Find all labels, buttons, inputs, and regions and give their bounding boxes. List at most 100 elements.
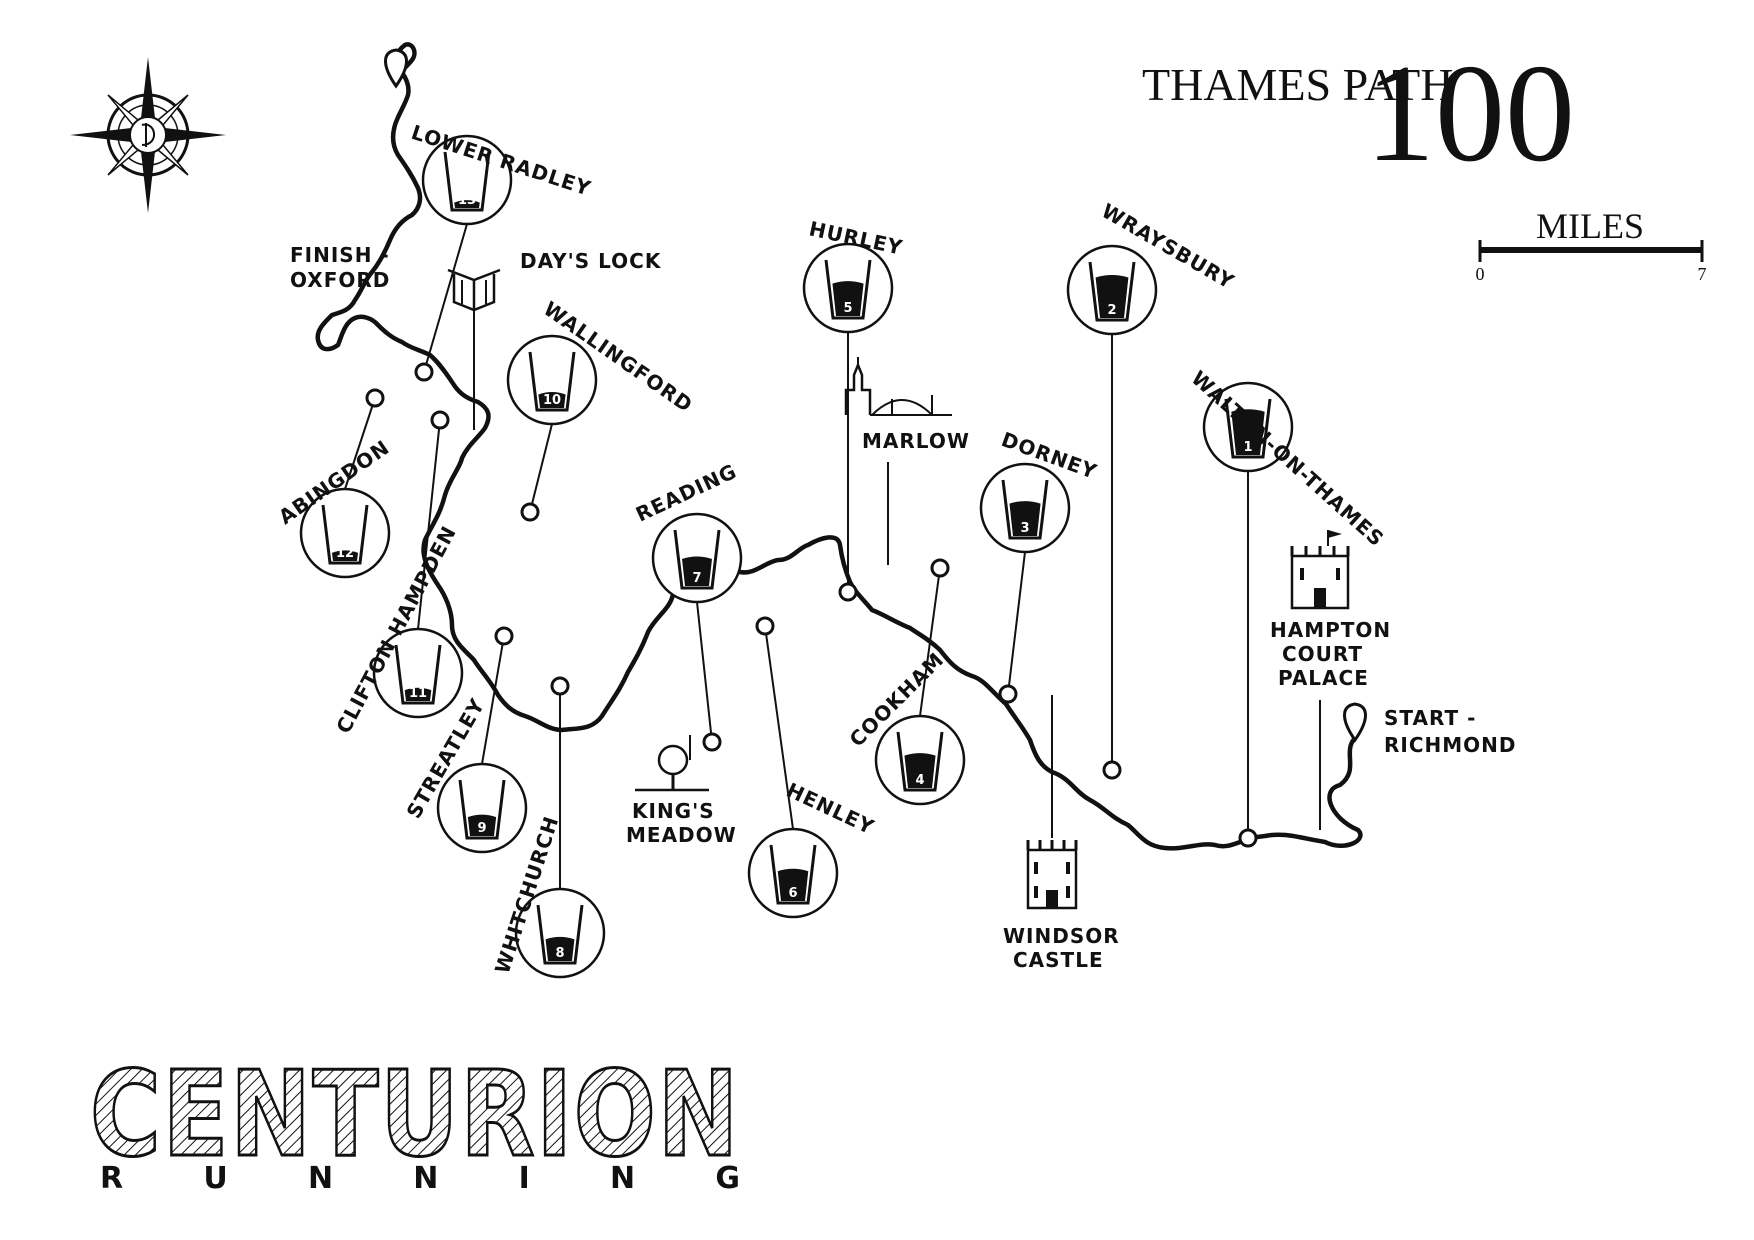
cup-fill [904,753,936,788]
station-number: 8 [555,946,564,961]
station-leader-line [919,567,941,717]
book-icon [447,268,501,312]
cup-icon [896,731,944,792]
logo-main-text: CENTURION [90,1045,740,1183]
cup-fill [538,392,566,408]
station-number: 11 [409,686,427,701]
station-node [550,676,570,696]
station-number: 2 [1107,303,1116,318]
cup-fill [1095,275,1129,318]
cup-icon [321,504,369,565]
landmark-label: KING'S [632,799,715,823]
station-node [1102,760,1122,780]
cup-fill [545,936,575,961]
landmark-label: CASTLE [1013,948,1104,972]
start-marker-icon [1343,702,1367,743]
cup-fill [467,814,497,836]
station-node [702,732,722,752]
centurion-running-logo: CENTURION R U N N I N G [89,1044,741,1197]
finish-marker-icon [384,48,408,89]
station-number: 6 [788,886,797,901]
cup-icon [443,151,491,212]
station-number: 13 [458,193,476,208]
cup-fill [682,556,712,586]
scale-start-label: 0 [1476,264,1485,284]
cup-icon [824,259,872,320]
thames-river-route [315,42,1363,851]
hampton-court-landmark: HAMPTON COURT PALACE [1270,530,1391,830]
station-leader-line [344,397,376,490]
cup-icon [394,644,442,705]
station-node [520,502,540,522]
cup-icon [1088,261,1136,322]
station-number: 12 [336,546,354,561]
cup-fill [777,868,809,901]
distance-number: 100 [1365,36,1575,191]
cup-fill [404,687,432,701]
cup-icon [536,904,584,965]
station-node [930,558,950,578]
station-node [838,582,858,602]
landmark-label: MEADOW [626,823,737,847]
station-leader-line [417,419,441,630]
windsor-castle-landmark: WINDSOR CASTLE [1003,695,1119,972]
station-number: 3 [1020,521,1029,536]
cup-fill [832,281,864,316]
cup-fill [1231,409,1265,455]
station-number: 10 [543,393,561,408]
station-node [755,616,775,636]
marlow-landmark: MARLOW [844,357,970,565]
station-node [365,388,385,408]
station-leader-line [529,423,553,513]
cup-icon [1224,398,1272,459]
cup-fill [331,550,359,561]
landmark-label: HAMPTON [1270,618,1391,642]
cup-icon [528,351,576,412]
cup-fill [454,200,480,208]
cup-icon [458,779,506,840]
station-node [430,410,450,430]
cup-icon [769,844,817,905]
castle-icon [1026,840,1078,910]
station-number: 9 [477,821,486,836]
station-node [494,626,514,646]
church-bridge-icon [844,357,952,416]
finish-label: FINISH - OXFORD [290,243,390,292]
station-number: 4 [915,773,924,788]
station-node [1238,828,1258,848]
svg-text:FINISH -: FINISH - [290,243,390,267]
landmark-label: MARLOW [862,429,970,453]
landmark-label: COURT [1282,642,1363,666]
station-leader-line [481,635,505,765]
palace-icon [1290,530,1350,610]
svg-text:OXFORD: OXFORD [290,268,390,292]
cup-icon [673,529,721,590]
station-number: 5 [843,301,852,316]
cup-fill [1009,501,1041,536]
svg-text:START -: START - [1384,706,1476,730]
cup-icon [1001,479,1049,540]
station-node [414,362,434,382]
landmark-label: DAY'S LOCK [520,249,662,273]
svg-text:RICHMOND: RICHMOND [1384,733,1517,757]
tree-icon [635,744,709,792]
scale-end-label: 7 [1698,264,1707,284]
compass-rose-icon [70,57,226,213]
logo-sub-text: R U N N I N G [100,1161,740,1196]
scale-bar: 0 7 [1476,240,1707,284]
station-number: 7 [692,571,701,586]
station-node [998,684,1018,704]
route-title: THAMES PATH [1142,59,1453,110]
station-leader-line [764,625,794,830]
kings-meadow-landmark: KING'S MEADOW [626,735,737,847]
start-label: START - RICHMOND [1384,706,1517,757]
station-leader-line [1007,551,1026,695]
station-leader-line [696,601,713,743]
